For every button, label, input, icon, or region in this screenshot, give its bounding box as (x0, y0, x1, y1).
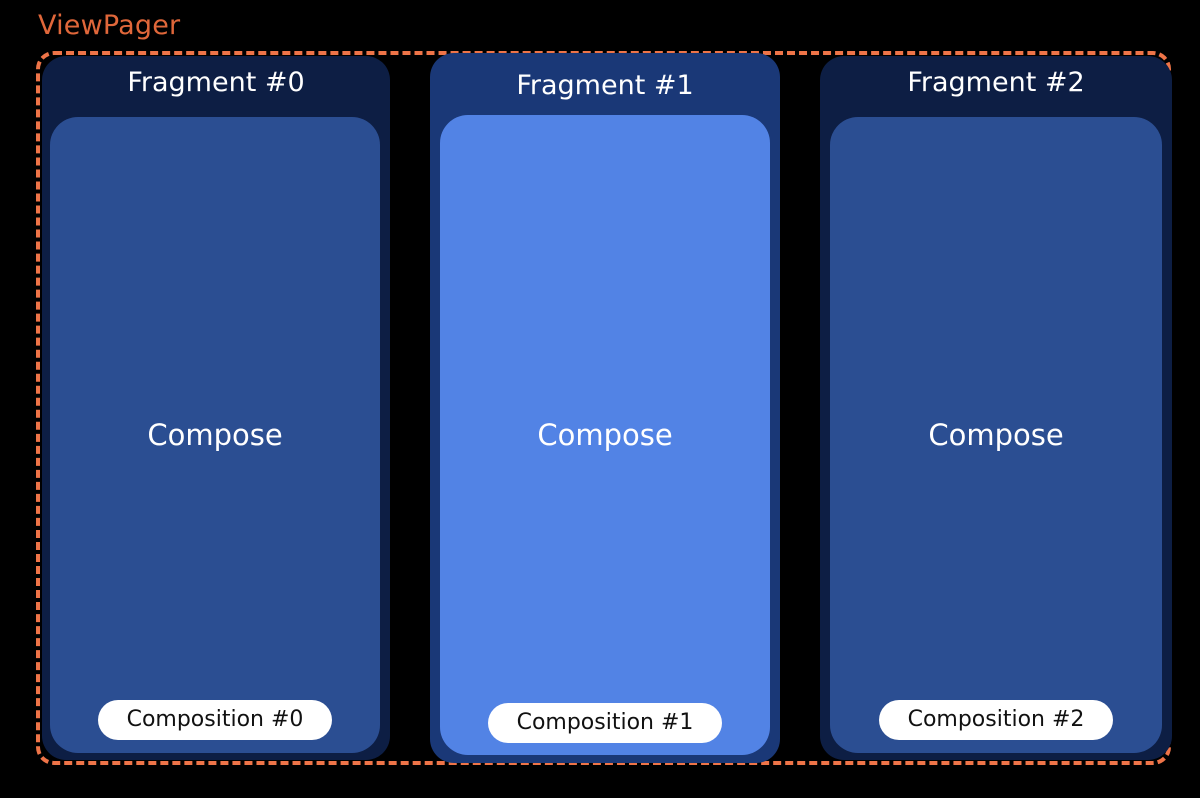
fragment-1: Fragment #1 Compose Composition #1 (430, 53, 780, 763)
compose-label: Compose (928, 418, 1064, 452)
composition-pill: Composition #1 (488, 703, 722, 743)
compose-label: Compose (147, 418, 283, 452)
viewpager-label: ViewPager (38, 10, 181, 41)
composition-pill: Composition #0 (98, 700, 332, 740)
fragment-title: Fragment #2 (907, 67, 1085, 98)
fragment-2: Fragment #2 Compose Composition #2 (820, 56, 1172, 760)
fragment-0: Fragment #0 Compose Composition #0 (42, 56, 390, 760)
fragment-title: Fragment #0 (127, 67, 305, 98)
fragment-title: Fragment #1 (516, 70, 694, 101)
compose-area: Compose Composition #0 (50, 117, 380, 753)
compose-area: Compose Composition #1 (440, 115, 770, 755)
compose-area: Compose Composition #2 (830, 117, 1162, 753)
composition-pill: Composition #2 (879, 700, 1113, 740)
compose-label: Compose (537, 418, 673, 452)
